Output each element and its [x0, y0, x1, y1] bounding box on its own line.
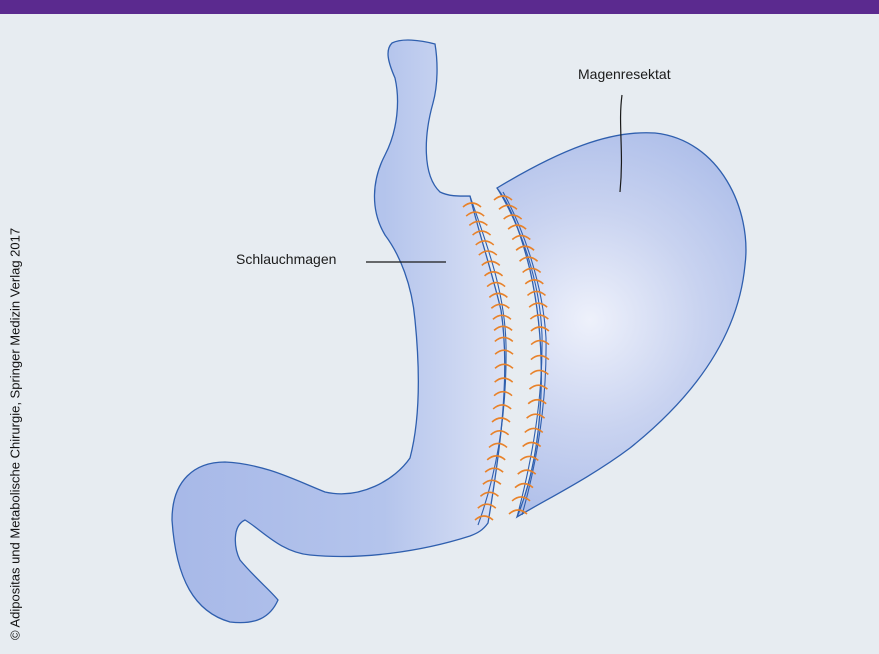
- label-schlauchmagen: Schlauchmagen: [236, 251, 336, 267]
- resected-stomach: [497, 133, 746, 517]
- label-magenresektat: Magenresektat: [578, 66, 671, 82]
- sleeve-stomach: [172, 40, 505, 623]
